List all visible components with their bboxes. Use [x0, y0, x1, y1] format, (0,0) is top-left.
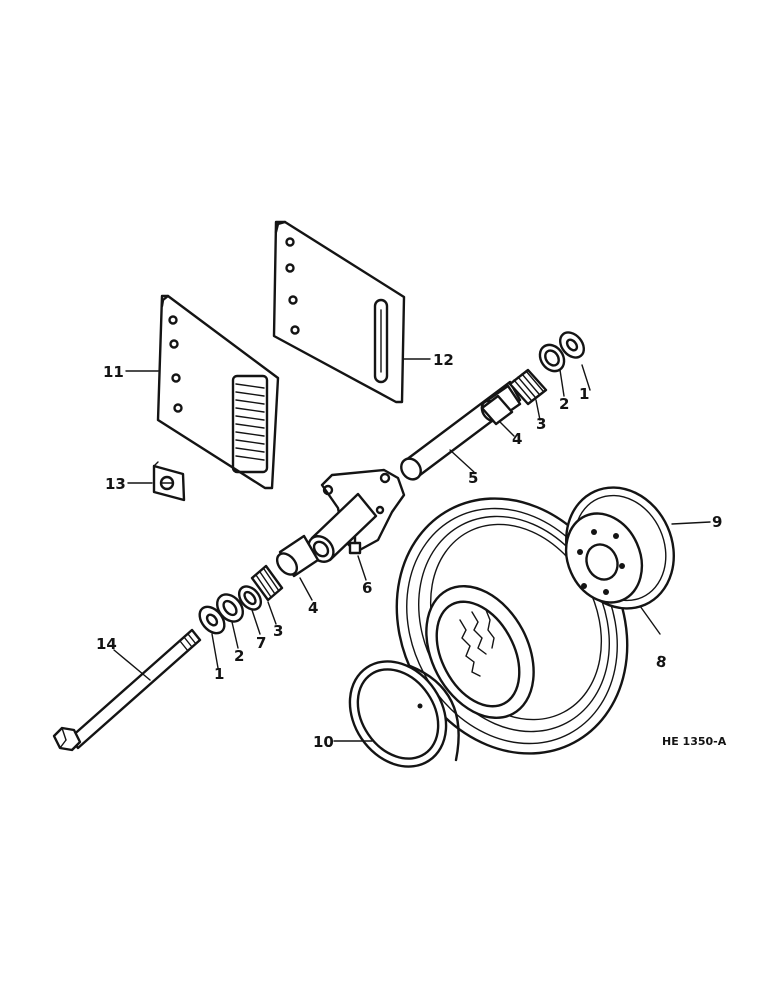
wheel-half-10 — [348, 660, 460, 768]
mounting-plate-12 — [272, 220, 406, 404]
callout-4a: 4 — [512, 430, 522, 448]
grease-fitting-6 — [348, 535, 362, 555]
leader-lines — [113, 358, 711, 742]
callout-2a: 2 — [559, 395, 569, 413]
callout-1a: 1 — [579, 385, 589, 403]
callout-10: 10 — [313, 733, 334, 751]
callout-8: 8 — [655, 652, 668, 671]
callout-2b: 2 — [234, 647, 244, 665]
spindle-shaft-5 — [400, 380, 522, 481]
callout-3b: 3 — [273, 622, 283, 640]
seal-2-lower — [215, 593, 245, 623]
roller-bearing-3-lower — [250, 564, 284, 602]
washer-1-upper — [558, 331, 586, 359]
seal-7 — [237, 585, 263, 611]
mounting-plate-11 — [156, 294, 280, 490]
callout-14: 14 — [96, 635, 117, 653]
callout-1b: 1 — [214, 665, 224, 683]
callout-7: 7 — [256, 634, 266, 652]
spindle-bracket — [307, 468, 406, 563]
washer-1-lower — [198, 605, 226, 635]
callout-12: 12 — [433, 351, 454, 369]
callout-labels: 1 2 3 4 5 6 7 1 2 3 4 8 9 10 11 12 13 14 — [96, 351, 722, 751]
bearing-cup-4-upper — [480, 394, 514, 426]
callout-13: 13 — [105, 475, 126, 493]
callout-6: 6 — [362, 579, 372, 597]
bolt-14 — [52, 628, 202, 752]
callout-5: 5 — [468, 469, 478, 487]
callout-3a: 3 — [536, 415, 546, 433]
square-nut-13 — [152, 461, 186, 502]
bearing-cup-4-lower — [275, 534, 320, 578]
wheel-half-9 — [564, 486, 675, 610]
drawing-code: HE 1350-A — [662, 735, 727, 748]
roller-bearing-3-upper — [508, 368, 548, 406]
callout-4b: 4 — [308, 599, 318, 617]
callout-9: 9 — [712, 513, 722, 531]
callout-11: 11 — [103, 363, 124, 381]
